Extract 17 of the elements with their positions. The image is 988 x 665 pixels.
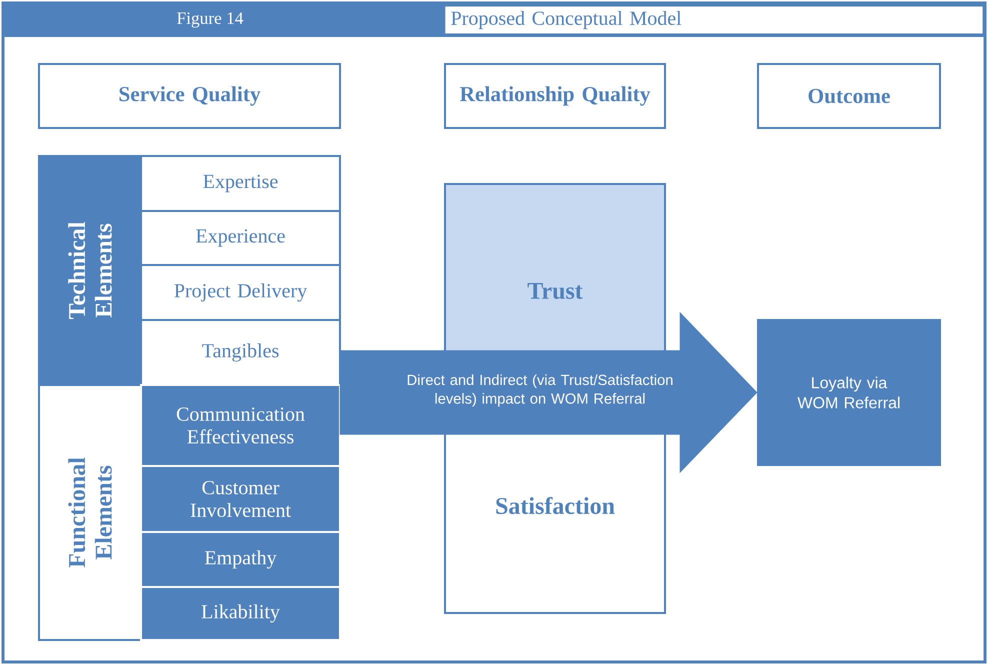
element-box: Project Delivery bbox=[140, 264, 341, 321]
outcome-box: Loyalty via WOM Referral bbox=[757, 318, 941, 466]
column-heading: Service Quality bbox=[38, 63, 342, 129]
block-arrow bbox=[340, 312, 758, 474]
element-box: Expertise bbox=[140, 155, 341, 212]
figure-label: Figure 14 bbox=[177, 12, 244, 28]
element-box: Communication Effectiveness bbox=[140, 384, 341, 468]
element-box: Empathy bbox=[140, 531, 341, 588]
column-heading: Relationship Quality bbox=[444, 63, 666, 129]
category-band: Technical Elements bbox=[38, 154, 142, 386]
element-box: Likability bbox=[140, 586, 341, 642]
element-box: Customer Involvement bbox=[140, 465, 341, 533]
title: Proposed Conceptual Model bbox=[445, 6, 983, 34]
category-band: Functional Elements bbox=[38, 384, 142, 641]
column-heading: Outcome bbox=[757, 63, 941, 129]
element-box: Tangibles bbox=[140, 318, 341, 386]
element-box: Experience bbox=[140, 210, 341, 266]
